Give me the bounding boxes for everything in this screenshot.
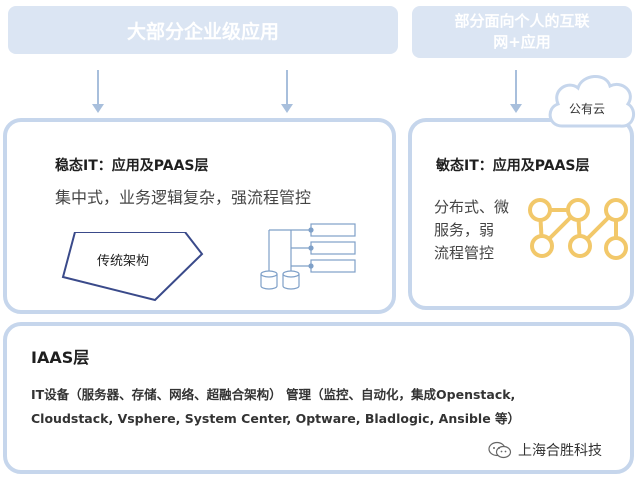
internet-apps-label-line1: 部分面向个人的互联 — [454, 12, 590, 30]
agile-it-description: 分布式、微 服务，弱 流程管控 — [434, 196, 509, 265]
stable-it-description: 集中式，业务逻辑复杂，强流程管控 — [55, 188, 312, 207]
agile-it-title: 敏态IT：应用及PAAS层 — [436, 158, 590, 174]
enterprise-apps-label: 大部分企业级应用 — [126, 20, 279, 43]
agile-it-description-line1: 分布式、微 — [434, 198, 510, 216]
watermark: 上海合胜科技 — [488, 440, 602, 460]
legacy-architecture-label: 传统架构 — [97, 254, 150, 269]
iaas-description-line2: Cloudstack, Vsphere, System Center, Optw… — [31, 411, 521, 426]
centralized-system-diagram — [260, 223, 356, 290]
agile-it-description-line2: 服务，弱 — [434, 221, 495, 239]
microservices-graph — [528, 198, 628, 260]
internet-apps-banner: 部分面向个人的互联 网+应用 — [412, 6, 632, 58]
stable-it-title: 稳态IT：应用及PAAS层 — [55, 158, 209, 174]
internet-apps-label-line2: 网+应用 — [493, 33, 551, 51]
enterprise-apps-banner: 大部分企业级应用 — [8, 6, 398, 54]
watermark-label: 上海合胜科技 — [518, 443, 602, 459]
public-cloud-label: 公有云 — [569, 102, 606, 116]
legacy-architecture-pentagon — [61, 232, 204, 302]
wechat-icon — [488, 441, 512, 459]
stable-it-panel: 稳态IT：应用及PAAS层 集中式，业务逻辑复杂，强流程管控 传统架构 — [3, 118, 396, 314]
iaas-title: IAAS层 — [31, 348, 90, 367]
agile-it-description-line3: 流程管控 — [434, 244, 495, 262]
iaas-panel: IAAS层 IT设备（服务器、存储、网络、超融合架构） 管理（监控、自动化，集成… — [3, 322, 634, 474]
agile-it-panel: 敏态IT：应用及PAAS层 分布式、微 服务，弱 流程管控 — [408, 118, 634, 310]
iaas-description-line1: IT设备（服务器、存储、网络、超融合架构） 管理（监控、自动化，集成Openst… — [31, 387, 516, 402]
public-cloud-icon — [548, 75, 636, 128]
